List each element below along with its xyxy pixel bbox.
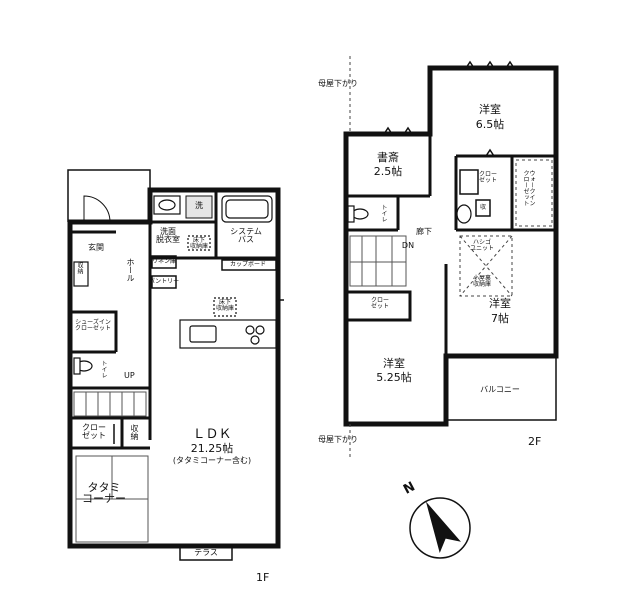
entrance-label: 玄関 <box>88 243 104 252</box>
western-room-3-name: 洋室 <box>383 357 405 370</box>
dn-label: DN <box>401 241 415 250</box>
floor-1-label: 1F <box>256 571 270 584</box>
shoes-storage-label: 収納 <box>76 262 83 274</box>
terrace-label: テラス <box>194 548 218 557</box>
western-room-2-size: 7帖 <box>491 312 509 325</box>
washroom-label: 洗面 脱衣室 <box>156 227 180 244</box>
balcony-label: バルコニー <box>480 385 520 394</box>
laundry-label: 洗 <box>195 201 203 210</box>
storage-label-1f: 収納 <box>130 424 139 440</box>
tatami-corner-label: タタミ コーナー <box>82 481 126 505</box>
compass-icon <box>409 497 471 559</box>
hallway-label: 廊下 <box>416 227 432 236</box>
study-size: 2.5帖 <box>373 165 403 178</box>
shoes-in-closet-label: シューズイン クローゼット <box>74 319 112 332</box>
ldk-name-label: ＬＤＫ <box>192 427 232 442</box>
hall-label: ホール <box>126 258 135 282</box>
closet-label-1f: クロー ゼット <box>82 423 106 440</box>
system-bath-label: システム バス <box>230 227 262 244</box>
western-room-1-name: 洋室 <box>479 103 501 116</box>
western-room-1-size: 6.5帖 <box>475 118 505 131</box>
pantry-label: パントリー <box>148 278 180 285</box>
closet-small-label: クロー ゼット <box>478 171 498 184</box>
walk-in-closet-label: ウォークイン クローゼット <box>522 170 535 206</box>
eave-bottom-label: 母屋下がり <box>318 435 358 444</box>
floor-storage-label: 床下 収納庫 <box>189 237 209 250</box>
study-name: 書斎 <box>377 151 399 164</box>
western-room-3-size: 5.25帖 <box>376 371 412 384</box>
linen-label: リネン庫 <box>151 258 177 265</box>
cupboard-label: カップボード <box>229 261 267 268</box>
hatch-label: ハシゴ ユニット <box>469 239 495 252</box>
closet-2-label: クロー ゼット <box>370 297 390 310</box>
up-label: UP <box>124 371 135 380</box>
western-room-2-name: 洋室 <box>489 297 511 310</box>
toilet-label-2f: トイレ <box>380 204 387 222</box>
floor-2-label: 2F <box>528 435 542 448</box>
attic-label: 小屋裏 収納庫 <box>472 275 492 288</box>
storage-label-2f: 収 <box>479 204 487 211</box>
floor-2-plan <box>343 56 559 458</box>
ldk-size-label: 21.25帖 <box>190 442 234 455</box>
eave-top-label: 母屋下がり <box>318 79 358 88</box>
ldk-note-label: (タタミコーナー含む) <box>172 456 252 465</box>
toilet-label-1f: トイレ <box>100 360 107 378</box>
kitchen-floor-storage-label: 床下 収納庫 <box>215 299 235 312</box>
floor-1-plan <box>67 169 284 561</box>
